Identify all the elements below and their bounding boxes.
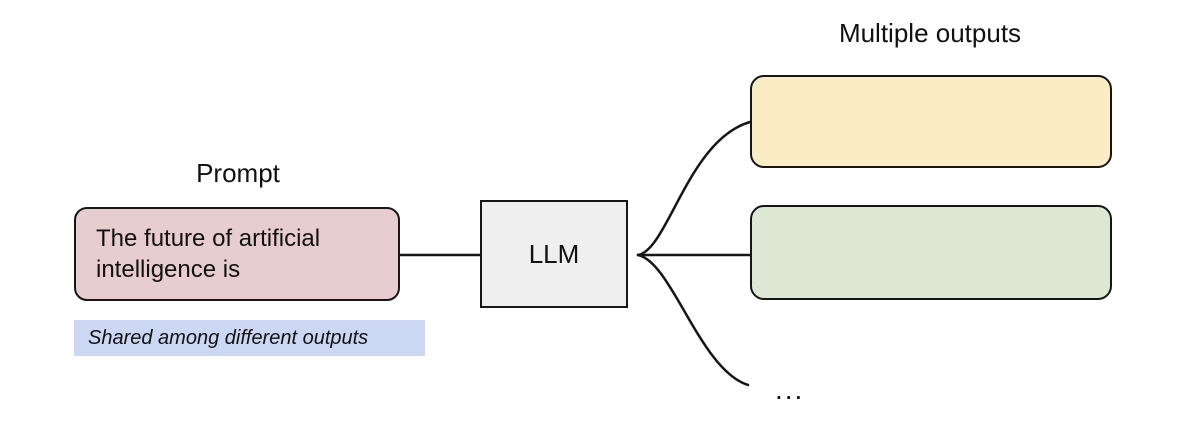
prompt-title: Prompt	[196, 158, 280, 188]
prompt-text: The future of artificial intelligence is	[96, 225, 321, 283]
outputs-title: Multiple outputs	[838, 18, 1022, 48]
output-box-1[interactable]	[750, 75, 1112, 168]
connector-llm-to-ellipsis	[636, 253, 750, 387]
prompt-box[interactable]: The future of artificial intelligence is	[74, 207, 400, 301]
output-ellipsis: ...	[775, 374, 805, 405]
llm-label: LLM	[528, 238, 580, 269]
output-box-2[interactable]	[750, 205, 1112, 300]
shared-note-band: Shared among different outputs	[74, 320, 425, 356]
connector-llm-to-output-1	[636, 120, 752, 257]
shared-note-text: Shared among different outputs	[88, 326, 369, 349]
llm-box[interactable]: LLM	[480, 200, 628, 308]
